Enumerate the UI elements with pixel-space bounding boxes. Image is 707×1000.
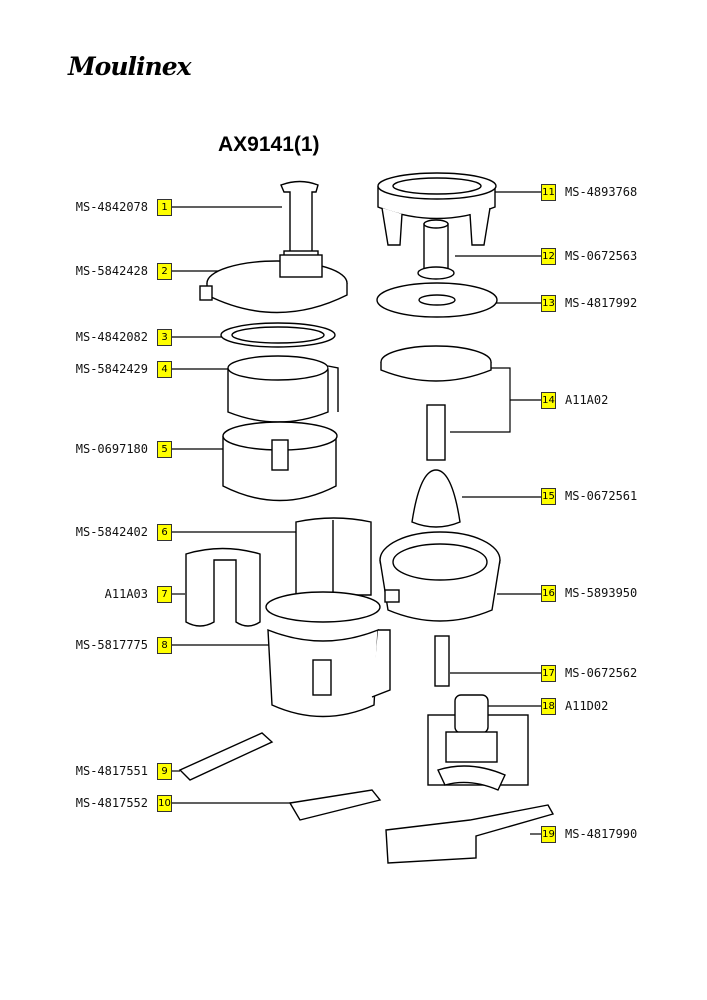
callout-10: 10 <box>157 795 172 812</box>
callout-6: 6 <box>157 524 172 541</box>
brand-logo: Moulinex <box>68 52 192 81</box>
callout-16: 16 <box>541 585 556 602</box>
part-code-19: MS-4817990 <box>565 827 638 841</box>
part-code-5: MS-0697180 <box>75 442 148 456</box>
part-code-16: MS-5893950 <box>565 586 638 600</box>
callout-14: 14 <box>541 392 556 409</box>
model-title: AX9141(1) <box>218 133 320 156</box>
callout-15: 15 <box>541 488 556 505</box>
part-code-9: MS-4817551 <box>75 764 148 778</box>
callout-17: 17 <box>541 665 556 682</box>
part-code-13: MS-4817992 <box>565 296 638 310</box>
part-code-2: MS-5842428 <box>75 264 148 278</box>
callout-9: 9 <box>157 763 172 780</box>
part-code-10: MS-4817552 <box>75 796 148 810</box>
callout-2: 2 <box>157 263 172 280</box>
callout-3: 3 <box>157 329 172 346</box>
callout-8: 8 <box>157 637 172 654</box>
callout-18: 18 <box>541 698 556 715</box>
part-code-6: MS-5842402 <box>75 525 148 539</box>
part-code-3: MS-4842082 <box>75 330 148 344</box>
callout-19: 19 <box>541 826 556 843</box>
callout-7: 7 <box>157 586 172 603</box>
part-code-7: A11A03 <box>104 587 148 601</box>
part-code-1: MS-4842078 <box>75 200 148 214</box>
callout-4: 4 <box>157 361 172 378</box>
part-code-4: MS-5842429 <box>75 362 148 376</box>
part-code-8: MS-5817775 <box>75 638 148 652</box>
callout-13: 13 <box>541 295 556 312</box>
part-code-17: MS-0672562 <box>565 666 638 680</box>
part-code-11: MS-4893768 <box>565 185 638 199</box>
callout-11: 11 <box>541 184 556 201</box>
callout-5: 5 <box>157 441 172 458</box>
callout-12: 12 <box>541 248 556 265</box>
part-code-14: A11A02 <box>565 393 609 407</box>
part-code-18: A11D02 <box>565 699 609 713</box>
part-code-15: MS-0672561 <box>565 489 638 503</box>
callout-1: 1 <box>157 199 172 216</box>
part-code-12: MS-0672563 <box>565 249 638 263</box>
